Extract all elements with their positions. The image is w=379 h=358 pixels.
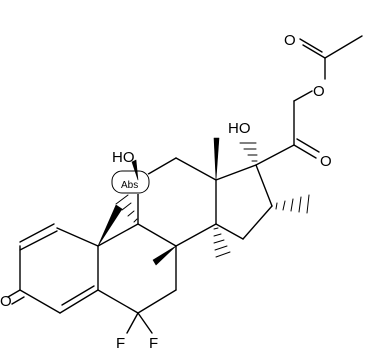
c20-ketone <box>293 138 320 159</box>
ring-a-ketone-oxygen: O <box>0 293 12 310</box>
ring-a-ketone <box>7 289 25 305</box>
c17-hydroxyl-label: HO <box>228 120 251 137</box>
c21-oxygen-bond <box>293 90 313 102</box>
abs-stereo-label: Abs <box>121 180 138 191</box>
ester-oxygen: O <box>313 83 325 100</box>
c11-hydroxyl-label: HO <box>112 149 135 166</box>
c9-fluorine-hash <box>115 194 138 223</box>
c17-c20-bond <box>255 144 295 166</box>
c17-hydroxyl-hash <box>239 142 258 162</box>
acetate-carbonyl-oxygen: O <box>284 32 296 49</box>
c16-methyl-hash <box>275 194 310 214</box>
c6-fluorine-bonds <box>126 312 153 334</box>
ring-c <box>137 157 217 247</box>
c11-hydroxyl-wedge <box>131 159 139 181</box>
c13-methyl-wedge <box>213 137 220 181</box>
ring-a <box>19 223 99 314</box>
c8-h-wedge <box>152 245 177 266</box>
c14-h-hash <box>213 227 231 258</box>
acetate-carbonyl <box>299 38 326 59</box>
c10-methyl-wedge <box>97 204 123 247</box>
fluorine-right: F <box>149 335 158 352</box>
c20-ketone-oxygen: O <box>320 153 332 170</box>
fluorine-left: F <box>116 335 125 352</box>
abs-stereo-box <box>111 170 150 194</box>
acetate-methyl-bond <box>324 35 363 59</box>
ring-b <box>97 223 177 314</box>
ring-d <box>215 164 273 240</box>
